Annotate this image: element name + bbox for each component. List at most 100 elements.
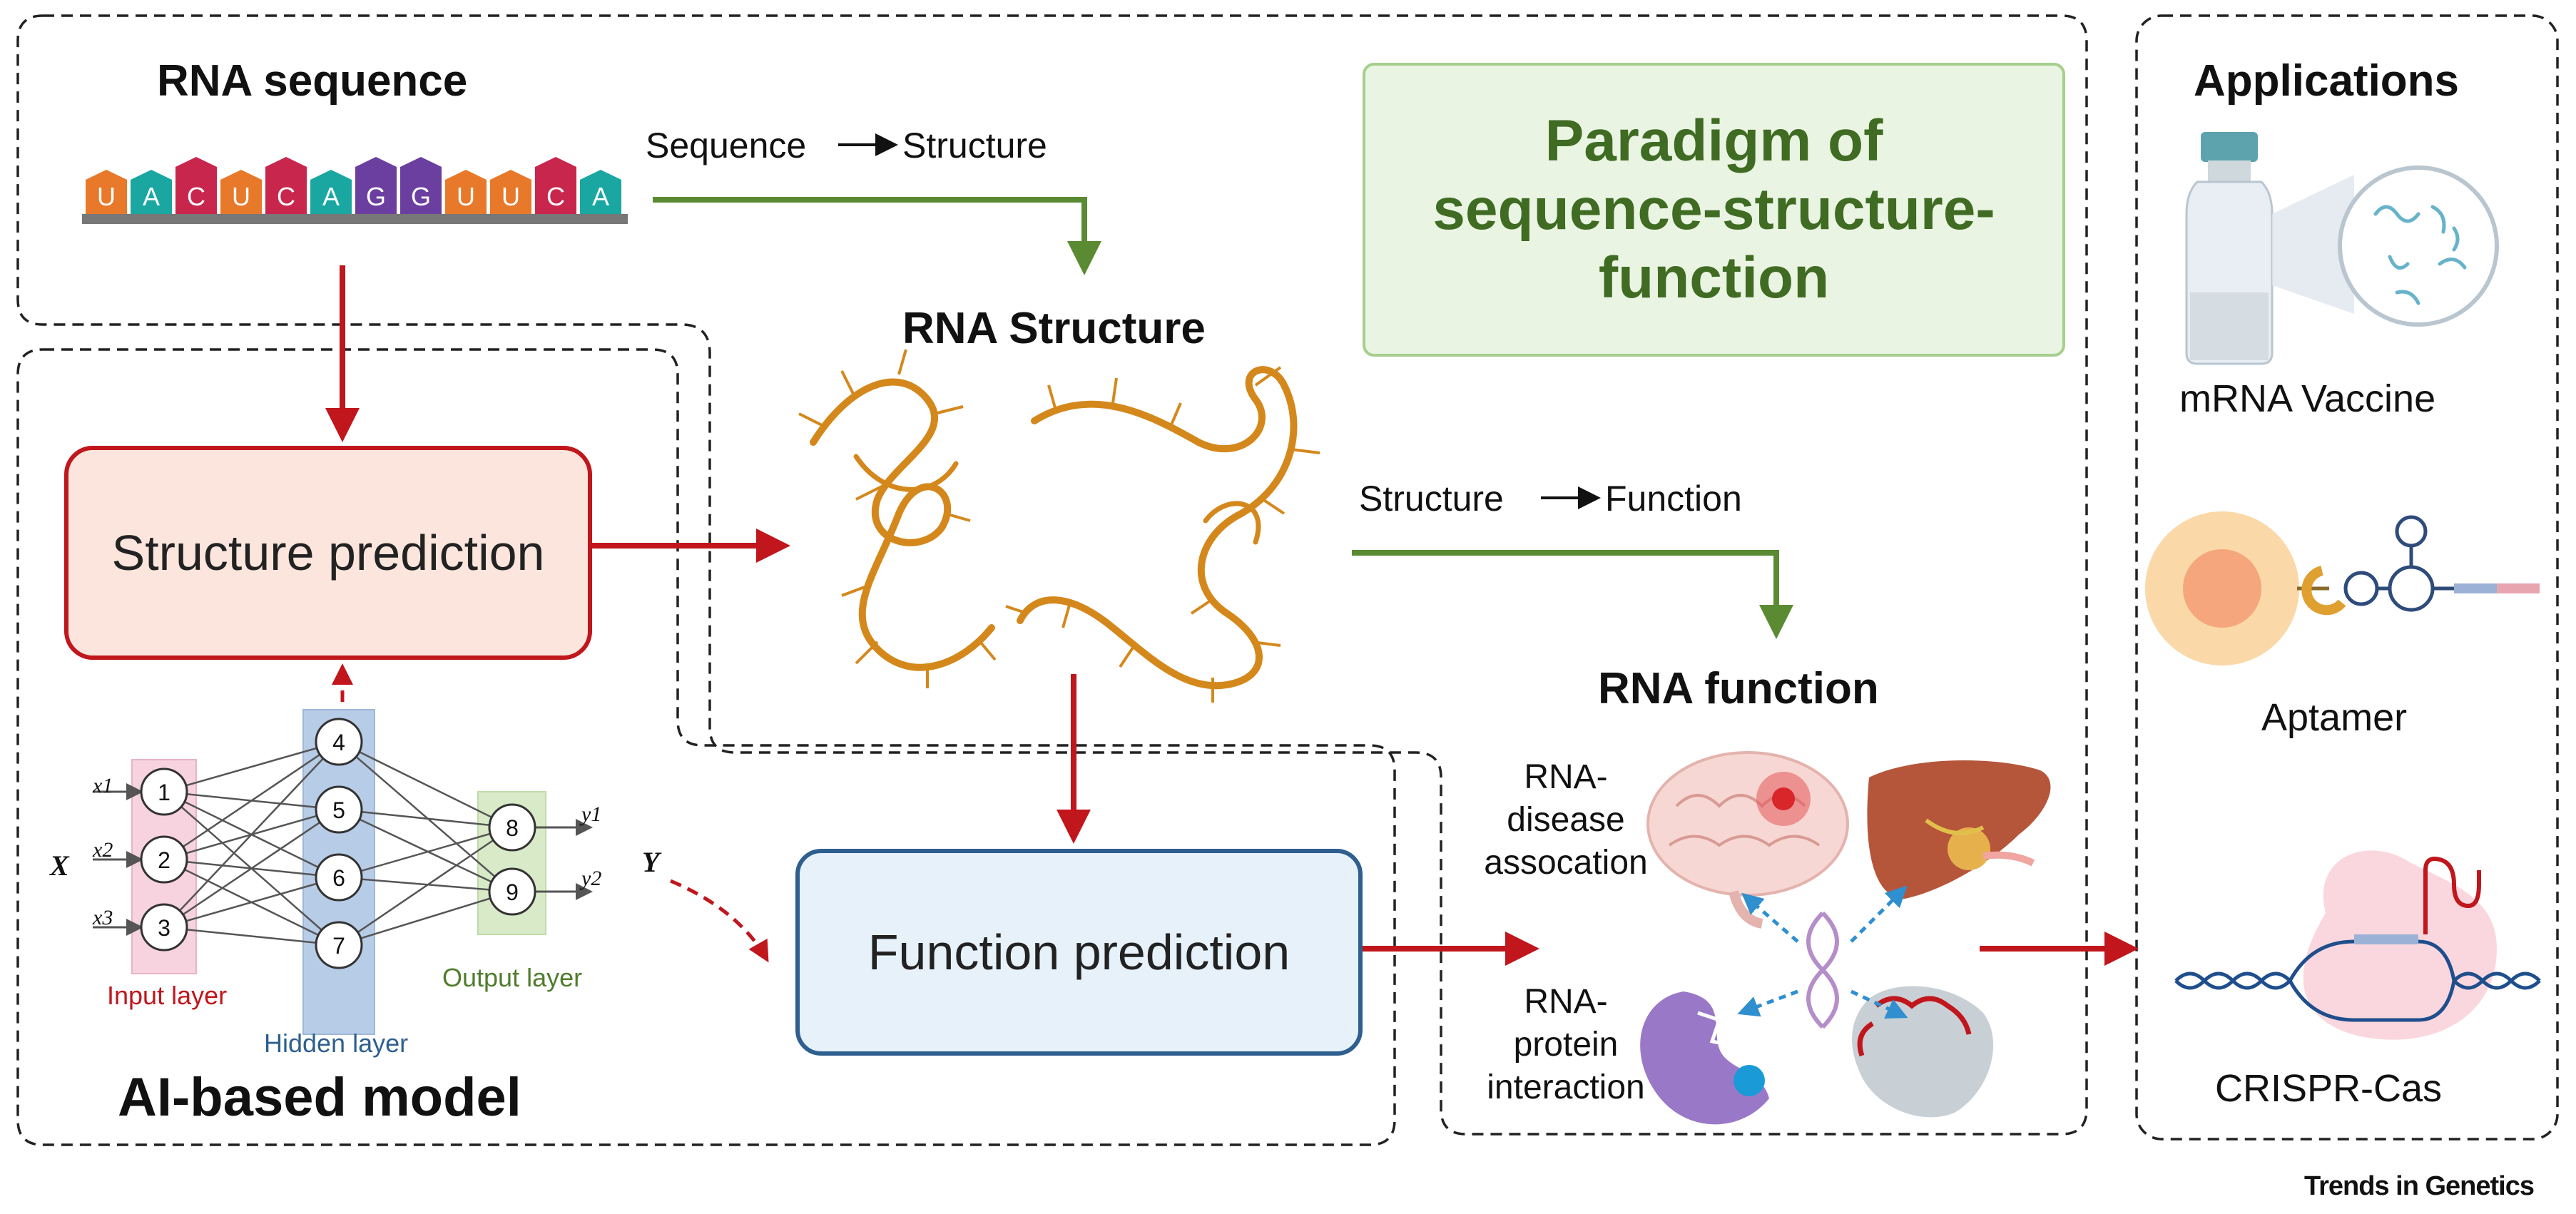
sequence-base-letter: U — [97, 182, 116, 211]
sequence-base: C — [535, 157, 576, 214]
nn-hidden-node-label: 7 — [332, 933, 345, 959]
rna-3d-structure-left — [810, 378, 995, 671]
structure-prediction-box: Structure prediction — [64, 446, 592, 660]
rna-protein-interaction-label: RNA- protein interaction — [1487, 983, 1645, 1106]
nn-edge — [338, 808, 513, 893]
rna-3d-structure-right-bases — [1005, 366, 1320, 703]
function-prediction-box: Function prediction — [795, 849, 1363, 1056]
vaccine-vial-icon — [2185, 132, 2499, 365]
nn-hidden-node: 4 — [315, 718, 363, 766]
ai-based-model-title: AI-based model — [118, 1067, 521, 1128]
nn-output-node: 9 — [488, 867, 536, 916]
ribosome-protein-icon — [1640, 991, 1769, 1125]
sequence-base-letter: G — [366, 182, 386, 211]
nn-input-node-label: 1 — [158, 780, 170, 805]
liver-icon — [1867, 760, 2051, 899]
sequence-base: G — [400, 157, 442, 214]
sequence-base-letter: U — [502, 182, 520, 211]
nn-edge — [338, 808, 513, 829]
output-label-y2: y2 — [581, 867, 602, 890]
nn-edge — [338, 741, 513, 892]
nn-edge — [163, 740, 340, 861]
input-label-x3: x3 — [93, 906, 113, 929]
nn-edge — [163, 876, 340, 929]
sequence-base-letter: A — [143, 182, 160, 211]
output-layer-label: Output layer — [442, 963, 583, 992]
sequence-base: G — [355, 157, 397, 214]
aptamer-icon — [2145, 511, 2540, 665]
nn-hidden-node-label: 5 — [332, 797, 345, 823]
protein-complex-icon — [1852, 986, 1994, 1118]
sequence-base: A — [131, 170, 172, 214]
rna-function-title: RNA function — [1598, 664, 1879, 713]
green-arrow-structure-to-function — [1352, 550, 1793, 639]
sequence-base-letter: A — [322, 182, 340, 211]
sequence-base-letter: C — [187, 182, 205, 211]
nn-hidden-node-label: 4 — [332, 730, 345, 755]
nn-output-node: 8 — [488, 803, 536, 852]
sequence-base: U — [490, 170, 531, 214]
sequence-base: C — [175, 157, 217, 214]
sequence-base-letter: C — [546, 182, 565, 211]
structure-to-function-to-label: Function — [1605, 479, 1742, 519]
sequence-base: U — [86, 170, 127, 214]
rna-sequence-title: RNA sequence — [157, 56, 468, 106]
nn-input-node: 2 — [140, 835, 188, 884]
input-label-x1: x1 — [93, 774, 113, 797]
sequence-base: U — [220, 170, 262, 214]
structure-to-function-from-label: Structure — [1359, 479, 1504, 519]
output-label-y1: y1 — [581, 802, 602, 826]
nn-input-node-label: 3 — [158, 915, 170, 941]
green-arrow-sequence-to-structure — [653, 197, 1101, 275]
nn-hidden-node: 5 — [315, 785, 363, 834]
paradigm-title: Paradigm of sequence-structure- function — [1432, 108, 1995, 310]
rna-structure-title: RNA Structure — [902, 304, 1206, 353]
nn-input-node: 1 — [140, 767, 188, 816]
model-input-x-label: X — [50, 850, 69, 882]
central-rna-helix-icon — [1806, 911, 1839, 1029]
sequence-to-structure-from-label: Sequence — [646, 126, 807, 165]
structure-prediction-label: Structure prediction — [111, 525, 545, 581]
journal-brand: Trends in Genetics — [2304, 1171, 2535, 1201]
application-mrna-vaccine: mRNA Vaccine — [2179, 377, 2436, 420]
paradigm-box: Paradigm of sequence-structure- function — [1363, 63, 2065, 357]
hidden-layer-label: Hidden layer — [264, 1029, 409, 1058]
dashed-arrow-output-to-function-prediction — [670, 879, 769, 963]
function-prediction-label: Function prediction — [867, 924, 1290, 980]
model-output-y-label: Y — [642, 846, 660, 878]
nn-input-node-label: 2 — [158, 847, 170, 873]
nn-edge — [163, 926, 340, 947]
sequence-base: A — [310, 170, 352, 214]
input-layer-label: Input layer — [107, 981, 228, 1010]
nn-edge — [338, 826, 513, 879]
nn-edge — [338, 740, 513, 829]
nn-edge — [338, 826, 513, 947]
crispr-cas-icon — [2174, 850, 2541, 1040]
nn-output-node-label: 8 — [506, 815, 519, 841]
nn-hidden-node-label: 6 — [332, 865, 345, 891]
nn-edge — [163, 740, 340, 793]
brain-icon — [1646, 751, 1849, 929]
application-aptamer: Aptamer — [2261, 696, 2408, 739]
nn-hidden-node: 7 — [315, 921, 363, 969]
rna-disease-association-label: RNA- disease assocation — [1484, 758, 1648, 882]
sequence-base: A — [580, 170, 621, 214]
sequence-to-structure-to-label: Structure — [902, 126, 1047, 165]
nn-edge — [163, 741, 340, 928]
interaction-arrows — [1737, 885, 1908, 1019]
sequence-base: C — [265, 157, 307, 214]
ai-model-region-outline — [16, 348, 1396, 1146]
nn-input-node: 3 — [140, 903, 188, 952]
nn-output-node-label: 9 — [506, 879, 519, 905]
applications-region-outline — [2135, 14, 2559, 1141]
nn-edge — [163, 808, 340, 929]
sequence-base-letter: U — [457, 182, 475, 211]
neural-network-diagram: 1 2 3 4 5 6 7 8 9 — [93, 709, 593, 1035]
input-label-x2: x2 — [93, 838, 113, 862]
nn-hidden-node: 6 — [315, 853, 363, 902]
rna-3d-structure-left-bases — [798, 349, 997, 688]
sequence-base-letter: U — [232, 182, 250, 211]
